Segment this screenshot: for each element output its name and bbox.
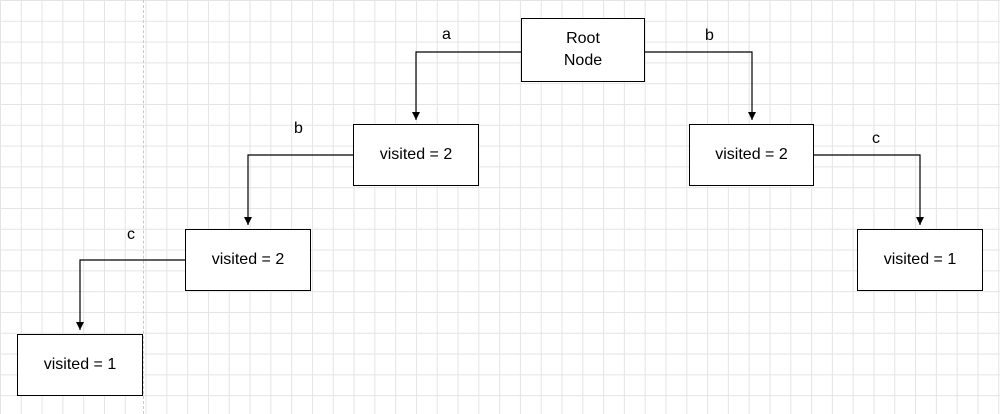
edge-label-root-to-right-1: b	[705, 27, 714, 44]
node-left-level-2-label: visited = 2	[211, 251, 285, 269]
edge-label-root-to-left-1: a	[442, 26, 451, 43]
node-right-level-1[interactable]: visited = 2	[689, 124, 814, 186]
edge-label-right-1-to-right-2: c	[872, 130, 880, 147]
edge-left-1-to-left-2	[244, 154, 353, 225]
node-left-level-2[interactable]: visited = 2	[185, 229, 311, 291]
edge-label-left-2-to-left-3: c	[127, 226, 135, 243]
node-left-level-1[interactable]: visited = 2	[353, 124, 479, 186]
edge-left-2-to-left-3	[76, 259, 185, 330]
node-left-level-3-label: visited = 1	[43, 356, 117, 374]
edge-right-1-to-right-2	[814, 154, 924, 225]
edge-label-left-1-to-left-2: b	[294, 120, 303, 137]
node-right-level-1-label: visited = 2	[715, 146, 788, 164]
page-break-line	[143, 0, 144, 414]
node-right-level-2-label: visited = 1	[883, 251, 957, 269]
node-left-level-1-label: visited = 2	[379, 146, 453, 164]
root-node[interactable]: Root Node	[521, 18, 645, 82]
node-right-level-2[interactable]: visited = 1	[857, 229, 983, 291]
root-node-label-line-1: Root	[566, 30, 600, 48]
root-node-label-line-2: Node	[563, 52, 603, 69]
edge-root-to-right-1	[645, 51, 756, 120]
node-left-level-3[interactable]: visited = 1	[17, 334, 143, 396]
edge-root-to-left-1	[412, 51, 521, 120]
